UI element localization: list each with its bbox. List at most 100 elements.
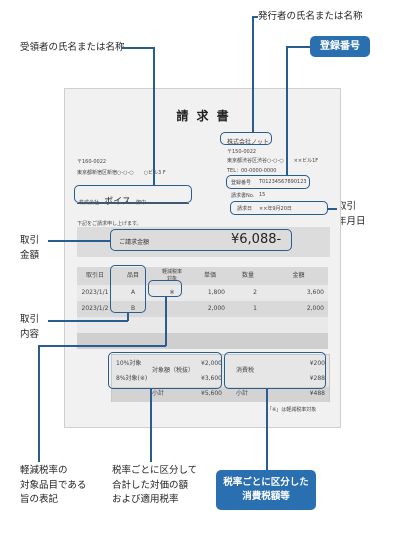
recipient-annotation: 受領者の氏名または名称 <box>20 42 125 53</box>
header-price: 単価 <box>203 272 216 279</box>
row1-amount: 3,600 <box>306 289 324 296</box>
row1-date: 2023/1/1 <box>81 289 109 296</box>
table-header: 取引日 品目 軽減税率 対象 単価 数量 金額 <box>77 267 328 285</box>
recipient-highlight <box>74 185 192 203</box>
rate-total-line3: および適用税率 <box>112 494 179 506</box>
reduced-connector <box>38 345 40 462</box>
table-row: 2023/1/2 B 2,000 1 2,000 <box>77 301 328 317</box>
items-connector <box>48 320 128 322</box>
row2-item: B <box>130 305 136 312</box>
invoice-no-label: 請求書No. <box>231 193 255 199</box>
total-highlight <box>110 229 292 251</box>
row2-reduced <box>153 301 191 317</box>
trade-amount-annotation: 取引 金額 <box>20 234 39 263</box>
summary-subtotal-row <box>112 387 329 402</box>
summary-rate10: 10%対象 <box>116 360 142 367</box>
reduced-connector <box>38 345 166 347</box>
header-item: 品目 <box>126 272 139 279</box>
invoice-date-value: ××年9月20日 <box>259 206 292 212</box>
rate-total-line2: 合計した対価の額 <box>112 479 189 491</box>
header-amount: 金額 <box>292 272 305 279</box>
summary-subtotal-tax-label: 小計 <box>236 390 249 397</box>
issuer-reg-value: T01234567890123 <box>259 179 307 185</box>
trade-date-annotation: 取引 年月日 <box>337 200 366 229</box>
recipient-postal: 〒160-0022 <box>77 159 107 165</box>
issuer-reg-label: 登録番号 <box>231 180 252 186</box>
table-row-empty <box>77 333 328 349</box>
reg-connector <box>286 46 310 48</box>
recipient-connector <box>153 47 155 185</box>
tax-connector <box>266 389 268 470</box>
date-highlight <box>230 201 328 215</box>
header-qty: 数量 <box>241 272 254 279</box>
issuer-annotation: 発行者の氏名または名称 <box>258 11 363 22</box>
row2-qty: 1 <box>253 305 257 312</box>
tax-by-rate-badge: 税率ごとに区分した 消費税額等 <box>216 470 316 510</box>
summary-tax8: ¥288 <box>309 375 325 382</box>
tax-highlight <box>224 352 326 389</box>
trade-amount-line1: 取引 <box>20 235 40 246</box>
invoice-no-value: 15 <box>259 192 266 198</box>
summary-base-label: 対象額（税抜） <box>152 367 195 374</box>
table-row: 2023/1/1 A ※ 1,800 2 3,600 <box>77 285 328 301</box>
issuer-postal: 〒150-0022 <box>227 149 257 155</box>
recipient-address: 東京都新宿区新宿○-○-○ ○ビル3 F <box>77 170 166 176</box>
row1-price: 1,800 <box>207 289 225 296</box>
invoice-title: 請 求 書 <box>176 109 231 123</box>
tax-by-rate-line1: 税率ごとに区分した <box>223 476 309 488</box>
trade-amount-line2: 金額 <box>20 249 40 261</box>
total-label: ご請求金額 <box>119 239 150 246</box>
reduced-rate-line1: 軽減税率の <box>20 465 68 476</box>
row1-qty: 2 <box>253 289 257 296</box>
reg-number-highlight <box>226 175 310 189</box>
summary-tax10: ¥200 <box>309 360 325 367</box>
summary-subtotal-tax: ¥488 <box>309 390 325 397</box>
invoice-date-label: 請求日 <box>237 206 253 212</box>
issuer-company: 株式会社ノット <box>227 139 269 146</box>
trade-content-line2: 内容 <box>20 328 40 340</box>
row1-item: A <box>130 289 136 296</box>
recipient-connector <box>122 47 154 49</box>
issuer-tel: TEL：00-0000-0000 <box>227 168 277 174</box>
issuer-address: 東京都渋谷区渋谷○-○-○ ××ビル1F <box>227 158 319 164</box>
issuer-highlight <box>220 132 272 145</box>
issuer-connector <box>252 16 258 18</box>
date-connector <box>328 208 337 210</box>
table-row-empty <box>77 317 328 333</box>
rate-total-annotation: 税率ごとに区分して 合計した対価の額 および適用税率 <box>112 464 197 508</box>
total-value: ¥6,088- <box>231 232 282 247</box>
recipient-underline <box>77 203 189 204</box>
trade-date-line1: 取引 <box>337 201 357 212</box>
row2-amount: 2,000 <box>306 305 324 312</box>
total-connector <box>48 240 110 242</box>
items-connector <box>127 313 129 321</box>
summary-base10: ¥2,000 <box>201 360 222 367</box>
reduced-highlight <box>148 280 182 297</box>
summary-subtotal-label: 小計 <box>152 390 165 397</box>
reg-number-badge: 登録番号 <box>310 36 370 57</box>
rate-total-highlight <box>108 352 222 389</box>
row2-date: 2023/1/2 <box>81 305 109 312</box>
trade-content-annotation: 取引 内容 <box>20 313 39 342</box>
header-reduced: 軽減税率 対象 <box>161 269 182 282</box>
trade-date-line2: 年月日 <box>337 215 366 227</box>
rate-total-connector <box>150 389 152 462</box>
summary-base8: ¥3,600 <box>201 375 222 382</box>
footnote: 「※」は軽減税率対象 <box>267 407 317 413</box>
reduced-rate-annotation: 軽減税率の 対象品目である 旨の表記 <box>20 464 86 508</box>
summary-table: 10%対象 8%対象(※) 対象額（税抜） ¥2,000 ¥3,600 消費税 … <box>111 354 330 402</box>
reduced-rate-line3: 旨の表記 <box>20 494 59 506</box>
reg-connector <box>286 46 288 175</box>
summary-tax-label: 消費税 <box>236 367 255 374</box>
trade-content-line1: 取引 <box>20 314 40 325</box>
issuer-connector <box>252 16 254 132</box>
items-highlight <box>110 265 146 313</box>
summary-subtotal-base: ¥5,600 <box>201 390 222 397</box>
header-date: 取引日 <box>85 272 104 279</box>
row2-price: 2,000 <box>207 305 225 312</box>
rate-total-line1: 税率ごとに区分して <box>112 465 198 476</box>
tax-by-rate-line2: 消費税額等 <box>242 491 290 502</box>
reduced-rate-line2: 対象品目である <box>20 479 87 491</box>
summary-rate8: 8%対象(※) <box>116 375 148 382</box>
row1-reduced: ※ <box>169 289 175 296</box>
